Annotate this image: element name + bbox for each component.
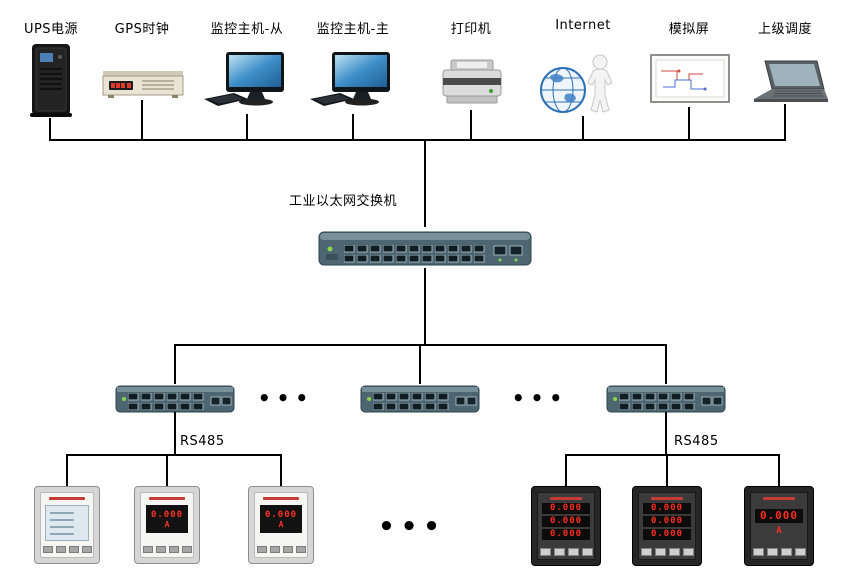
meter-buttons	[539, 548, 593, 556]
meter-brand-mark	[650, 497, 684, 500]
connector-line	[565, 454, 567, 487]
connector-line	[174, 344, 176, 384]
ups-device-icon	[27, 42, 75, 118]
meter-face: 0.000 A	[140, 492, 194, 558]
label-internet: Internet	[555, 18, 611, 33]
rs485-right-bus	[565, 454, 780, 456]
label-mimic-panel: 模拟屏	[668, 22, 710, 37]
meter-display: 0.000 A	[146, 505, 188, 533]
meter-value: 0.000	[264, 509, 298, 520]
meter-brand-mark	[762, 497, 796, 500]
multifunction-meter: 0.000 0.000 0.000	[632, 486, 702, 566]
connector-line	[49, 118, 51, 140]
sub-switch-icon-3	[606, 383, 726, 413]
mimic-panel-icon	[649, 53, 731, 107]
sub-switch-icon-2	[360, 383, 480, 413]
meter-face: 0.000 A	[254, 492, 308, 558]
rs485-left-bus	[66, 454, 282, 456]
monitor-host-slave-icon	[200, 50, 286, 114]
connector-line	[166, 454, 168, 487]
label-rs485-left: RS485	[180, 434, 225, 449]
meter-buttons	[256, 546, 306, 553]
meter-face	[40, 492, 94, 558]
label-dispatch: 上级调度	[757, 22, 813, 37]
connector-line	[424, 139, 426, 227]
meter-brand-mark	[263, 497, 299, 500]
meter-face: 0.000 0.000 0.000	[537, 492, 595, 560]
label-ups: UPS电源	[23, 22, 79, 37]
meter-unit: A	[278, 519, 284, 529]
meter-row: 0.000	[643, 516, 691, 527]
ellipsis-switches-2: •••	[511, 386, 569, 410]
connector-line	[665, 344, 667, 384]
connector-line	[280, 454, 282, 487]
meter-brand-mark	[549, 497, 583, 500]
meter-row: 0.000	[542, 529, 590, 540]
multifunction-meter: 0.000 0.000 0.000	[531, 486, 601, 566]
meter-row: 0.000	[643, 503, 691, 514]
connector-line	[665, 412, 667, 455]
connector-line	[352, 114, 354, 140]
meter-lcd-screen	[45, 505, 89, 541]
internet-globe-icon	[538, 50, 622, 116]
meter-brand-mark	[149, 497, 185, 500]
meter-buttons	[752, 548, 806, 556]
label-printer: 打印机	[450, 22, 492, 37]
connector-line	[246, 114, 248, 140]
connector-line	[784, 104, 786, 140]
top-bus-line	[49, 139, 786, 141]
label-host-master: 监控主机-主	[316, 22, 390, 37]
meter-row: 0.000	[542, 503, 590, 514]
connector-line	[66, 454, 68, 487]
ellipsis-meters: •••	[378, 512, 446, 542]
connector-line	[174, 412, 176, 455]
meter-brand-mark	[49, 497, 85, 500]
meter-face: 0.000 0.000 0.000	[638, 492, 696, 560]
label-rs485-right: RS485	[674, 434, 719, 449]
power-meter-lcd	[34, 486, 100, 564]
laptop-icon	[745, 58, 829, 110]
label-gps-clock: GPS时钟	[114, 22, 170, 37]
connector-line	[778, 454, 780, 487]
meter-buttons	[42, 546, 92, 553]
label-main-switch: 工业以太网交换机	[289, 194, 398, 209]
connector-line	[470, 110, 472, 140]
connector-line	[141, 100, 143, 140]
meter-value: 0.000	[755, 509, 803, 523]
multifunction-meter: 0.000 A	[744, 486, 814, 566]
monitor-host-master-icon	[306, 50, 392, 114]
power-meter-led: 0.000 A	[248, 486, 314, 564]
connector-line	[424, 268, 426, 345]
gps-clock-icon	[102, 68, 184, 100]
meter-row: 0.000	[643, 529, 691, 540]
meter-unit: A	[164, 519, 170, 529]
meter-buttons	[142, 546, 192, 553]
connector-line	[582, 116, 584, 140]
meter-display: 0.000 A	[260, 505, 302, 533]
ellipsis-switches-1: •••	[257, 386, 315, 410]
printer-icon	[439, 56, 505, 110]
ethernet-switch-icon	[318, 225, 532, 269]
meter-row: 0.000	[542, 516, 590, 527]
connector-line	[688, 107, 690, 140]
label-host-slave: 监控主机-从	[210, 22, 284, 37]
meter-value: 0.000	[150, 509, 184, 520]
meter-unit: A	[776, 526, 782, 536]
power-meter-led: 0.000 A	[134, 486, 200, 564]
connector-line	[666, 454, 668, 487]
sub-switch-icon-1	[115, 383, 235, 413]
connector-line	[419, 344, 421, 384]
meter-face: 0.000 A	[750, 492, 808, 560]
meter-buttons	[640, 548, 694, 556]
